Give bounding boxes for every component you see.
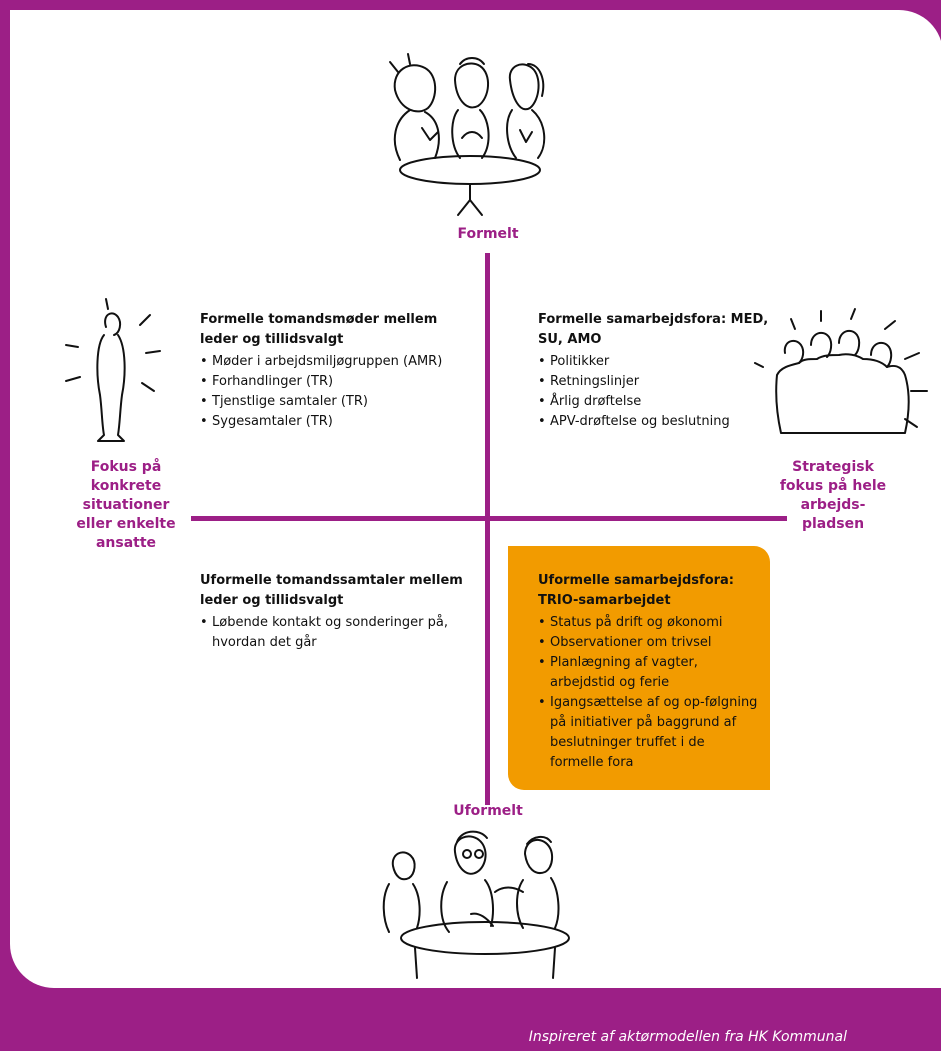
list-item: Årlig drøftelse [538,392,778,412]
list-item: Status på drift og økonomi [538,613,758,633]
list-item: Planlægning af vagter, arbejdstid og fer… [538,653,758,693]
quadrant-title: Formelle tomandsmøder mellem leder og ti… [200,312,438,347]
list-item: Retningslinjer [538,372,778,392]
quadrant-list: Løbende kontakt og sonderinger på, hvord… [200,613,470,653]
footer-credit: Inspireret af aktørmodellen fra HK Kommu… [528,1029,847,1045]
quadrant-list: Politikker Retningslinjer Årlig drøftels… [538,352,778,432]
list-item: Igangsættelse af og op-følgning på initi… [538,693,758,773]
informal-meeting-icon [382,830,570,979]
list-item: APV-drøftelse og beslutning [538,412,778,432]
axis-label-informal: Uformelt [453,803,523,819]
quadrant-title: Formelle samarbejdsfora: MED, SU, AMO [538,312,769,347]
quadrant-title: Uformelle samarbejdsfora: TRIO-samarbejd… [538,573,735,608]
model-card: Formelt Fokus på konkrete situationer el… [10,10,941,988]
single-person-icon [65,298,161,442]
horizontal-axis [191,516,787,521]
formal-meeting-icon [389,53,546,216]
quadrant-informal-individual: Uformelle tomandssamtaler mellem leder o… [200,571,470,653]
group-icon [754,308,928,434]
list-item: Observationer om trivsel [538,633,758,653]
axis-label-left: Fokus på konkrete situationer eller enke… [76,459,176,551]
vertical-axis [485,253,490,805]
list-item: Løbende kontakt og sonderinger på, hvord… [200,613,470,653]
axis-label-formal: Formelt [457,226,519,242]
quadrant-formal-strategic: Formelle samarbejdsfora: MED, SU, AMO Po… [538,310,778,432]
list-item: Møder i arbejdsmiljøgruppen (AMR) [200,352,460,372]
quadrant-title: Uformelle tomandssamtaler mellem leder o… [200,573,463,608]
list-item: Tjenstlige samtaler (TR) [200,392,460,412]
axis-label-right: Strategisk fokus på hele arbejds-pladsen [779,459,887,532]
list-item: Forhandlinger (TR) [200,372,460,392]
list-item: Sygesamtaler (TR) [200,412,460,432]
quadrant-list: Status på drift og økonomi Observationer… [538,613,758,773]
list-item: Politikker [538,352,778,372]
quadrant-formal-individual: Formelle tomandsmøder mellem leder og ti… [200,310,460,432]
quadrant-informal-strategic: Uformelle samarbejdsfora: TRIO-samarbejd… [538,571,758,773]
quadrant-list: Møder i arbejdsmiljøgruppen (AMR) Forhan… [200,352,460,432]
